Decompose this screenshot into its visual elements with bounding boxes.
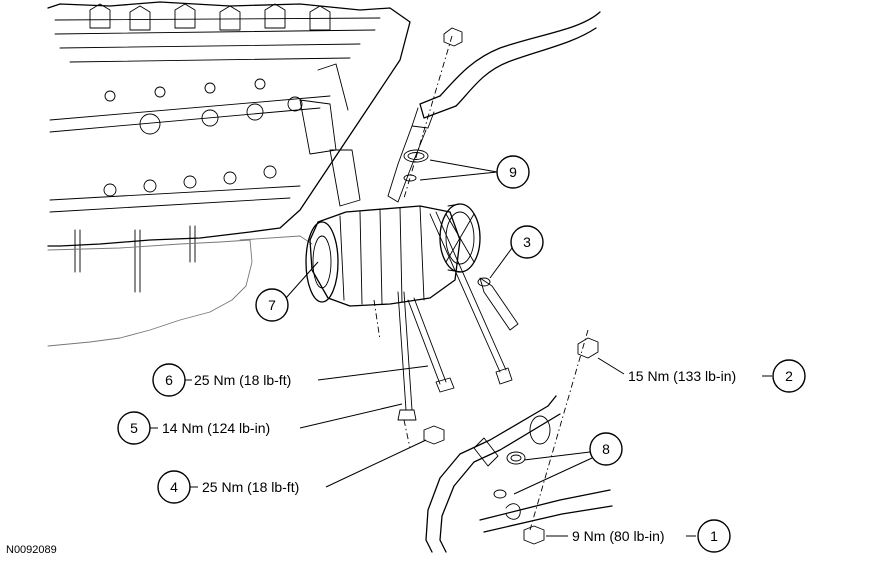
callout-9: 9: [419, 155, 530, 189]
figure-id: N0092089: [6, 544, 57, 556]
torque-spec-2: 15 Nm (133 lb-in): [628, 368, 736, 384]
mounting-bolts: [397, 27, 599, 545]
svg-text:8: 8: [602, 441, 610, 457]
svg-text:1: 1: [710, 528, 718, 544]
torque-spec-5: 14 Nm (124 lb-in): [162, 420, 270, 436]
svg-text:3: 3: [523, 234, 531, 250]
svg-text:2: 2: [785, 368, 793, 384]
svg-text:7: 7: [268, 297, 276, 313]
svg-text:9: 9: [509, 164, 517, 180]
svg-text:4: 4: [170, 479, 178, 495]
callout-8: 8: [513, 432, 623, 495]
callout-6: 6 25 Nm (18 lb-ft): [152, 363, 429, 397]
upper-refrigerant-hose: [387, 11, 601, 203]
svg-text:5: 5: [130, 420, 138, 436]
svg-text:6: 6: [165, 372, 173, 388]
callout-5: 5 14 Nm (124 lb-in): [117, 403, 403, 445]
torque-spec-6: 25 Nm (18 lb-ft): [194, 372, 291, 388]
ac-compressor-illustration: [299, 63, 481, 307]
callout-3: 3: [489, 225, 544, 279]
lower-refrigerant-hose: [425, 395, 613, 553]
callout-2: 15 Nm (133 lb-in) 2: [597, 357, 806, 393]
o-ring-seals: [403, 149, 526, 520]
torque-spec-1: 9 Nm (80 lb-in): [572, 528, 665, 544]
torque-spec-4: 25 Nm (18 lb-ft): [202, 479, 299, 495]
assembly-center-lines: [373, 35, 589, 531]
engine-block-illustration: [47, 1, 411, 347]
callout-1: 9 Nm (80 lb-in) 1: [546, 519, 731, 553]
callout-7: 7: [255, 261, 319, 322]
callout-4: 4 25 Nm (18 lb-ft): [157, 439, 427, 504]
